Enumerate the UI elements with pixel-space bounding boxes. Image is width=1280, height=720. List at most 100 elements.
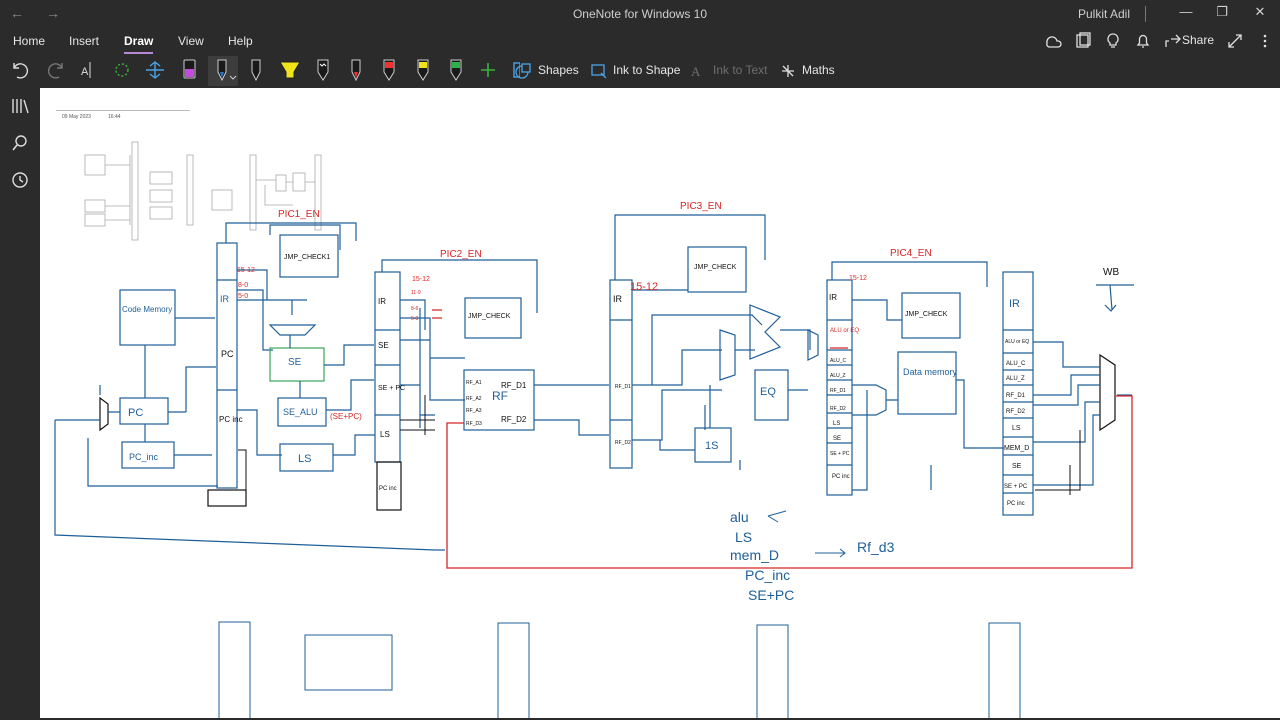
ir4-label: IR — [829, 293, 837, 302]
restore-icon[interactable]: ❐ — [1212, 4, 1232, 20]
notebooks-icon[interactable] — [10, 96, 30, 116]
title-divider — [1145, 6, 1146, 22]
search-icon[interactable] — [10, 133, 30, 153]
jmp-check-label-3: JMP_CHECK — [694, 264, 737, 271]
note-alu: alu — [730, 509, 749, 525]
se-pc-label: (SE+PC) — [330, 412, 362, 421]
user-name[interactable]: Pulkit Adil — [1078, 7, 1130, 21]
tab-home[interactable]: Home — [13, 34, 45, 48]
ls-register-label-5: LS — [1012, 425, 1021, 432]
se-pc-register-label-4: SE + PC — [830, 451, 850, 457]
jmp-check-label-4: JMP_CHECK — [905, 311, 948, 318]
pc-inc-block-label: PC_inc — [129, 452, 159, 462]
se-register-label: SE — [378, 341, 389, 350]
ir2-label: IR — [378, 297, 386, 306]
se-register-label-4: SE — [833, 436, 841, 442]
se-block-label: SE — [288, 357, 302, 368]
tab-help[interactable]: Help — [228, 34, 253, 48]
sync-icon[interactable] — [1042, 30, 1064, 52]
highlighter-purple-icon[interactable] — [184, 60, 195, 78]
bits-5-3-label: 5-3 — [411, 316, 418, 322]
bits-15-12-label-4: 15-12 — [849, 275, 867, 282]
page-canvas[interactable]: 09 May 2023 16:44 — [40, 88, 1280, 718]
ink-to-shape-icon[interactable] — [589, 61, 609, 81]
share-icon[interactable] — [1162, 30, 1184, 52]
pc-inc-register-label-4: PC inc — [832, 474, 850, 480]
tab-insert[interactable]: Insert — [69, 34, 99, 48]
maths-button[interactable]: Maths — [802, 63, 835, 77]
pen-red-tip-icon[interactable] — [352, 60, 360, 80]
pen-green-icon[interactable] — [451, 60, 461, 80]
maths-icon[interactable] — [778, 61, 798, 81]
se-alu-block-label: SE_ALU — [283, 407, 318, 417]
pipeline-sketch: PIC1_EN PIC2_EN PIC3_EN PIC4_EN 15-12 8-… — [40, 88, 1280, 718]
bits-8-0-label: 8-0 — [238, 282, 248, 289]
bits-15-12-label-2: 15-12 — [412, 276, 430, 283]
ink-to-shape-button[interactable]: Ink to Shape — [613, 63, 680, 77]
shapes-button[interactable]: Shapes — [538, 63, 579, 77]
rf-d2-register-label-5: RF_D2 — [1006, 409, 1026, 415]
lightbulb-icon[interactable] — [1102, 30, 1124, 52]
note-ls: LS — [735, 529, 752, 545]
add-pen-icon[interactable] — [481, 63, 495, 77]
pen-red-icon[interactable] — [384, 60, 394, 80]
pc-inc-register-label-2: PC inc — [379, 486, 397, 492]
pic4-en-label: PIC4_EN — [890, 248, 932, 259]
pc-inc-register-label-5: PC inc — [1007, 501, 1025, 507]
more-options-icon[interactable] — [1254, 30, 1276, 52]
pen-black-icon[interactable] — [252, 60, 260, 80]
close-icon[interactable]: ✕ — [1250, 4, 1270, 20]
ir3-label: IR — [613, 294, 623, 304]
bottom-sketch — [219, 622, 1020, 718]
jmp-check-label-2: JMP_CHECK — [468, 313, 511, 320]
alu-z-register-label-5: ALU_Z — [1006, 376, 1025, 382]
fetch-stage — [55, 215, 1134, 550]
minimize-icon[interactable]: — — [1176, 4, 1196, 19]
lasso-icon[interactable] — [116, 64, 128, 76]
ir1-label: IR — [220, 294, 230, 304]
rf-d1-register-label: RF_D1 — [615, 384, 631, 390]
ls-register-label-4: LS — [833, 421, 840, 427]
fullscreen-icon[interactable] — [1224, 30, 1246, 52]
highlighter-yellow-icon[interactable] — [280, 62, 300, 78]
pc-block-label: PC — [128, 407, 143, 419]
bits-8-6-label: 8-6 — [411, 306, 418, 312]
lasso-select-icon[interactable]: A — [81, 62, 90, 78]
bits-11-9-label: 11-9 — [411, 290, 421, 296]
alu-or-eq-label: ALU or EQ — [830, 328, 859, 334]
ink-to-text-button: Ink to Text — [713, 63, 767, 77]
redo-icon[interactable] — [49, 63, 62, 78]
pen-galaxy-icon[interactable] — [318, 60, 328, 80]
undo-icon[interactable] — [14, 63, 27, 78]
svg-text:A: A — [81, 66, 89, 78]
tab-draw[interactable]: Draw — [124, 34, 153, 48]
bell-icon[interactable] — [1132, 30, 1154, 52]
pen-yellow-icon[interactable] — [418, 60, 428, 80]
left-navigation — [0, 88, 40, 720]
rf-d2-label: RF_D2 — [501, 415, 527, 424]
share-button[interactable]: Share — [1182, 33, 1214, 47]
add-space-icon[interactable] — [146, 62, 164, 78]
tab-view[interactable]: View — [178, 34, 204, 48]
pic3-en-label: PIC3_EN — [680, 201, 722, 212]
bits-15-12-label-3: 15-12 — [630, 281, 658, 293]
pc-register-label: PC — [221, 349, 234, 359]
rf-d2-register-label: RF_D2 — [615, 440, 631, 446]
recent-icon[interactable] — [10, 170, 30, 190]
bits-15-12-label: 15-12 — [237, 267, 255, 274]
shapes-icon-2[interactable] — [514, 61, 534, 81]
pic1-en-label: PIC1_EN — [278, 209, 320, 220]
rf-block-label: RF — [492, 389, 508, 403]
alu-c-register-label: ALU_C — [830, 358, 847, 364]
rf-a3-label: RF_A3 — [466, 408, 482, 414]
one-s-block-label: 1S — [705, 440, 718, 452]
note-se-pc: SE+PC — [748, 587, 794, 603]
wb-label: WB — [1103, 267, 1119, 278]
control-wires — [238, 395, 1080, 505]
pic2-en-label: PIC2_EN — [440, 249, 482, 260]
rf-d1-register-label-4: RF_D1 — [830, 388, 846, 394]
title-bar: ← → OneNote for Windows 10 Pulkit Adil —… — [0, 0, 1280, 28]
jmp-check1-label: JMP_CHECK1 — [284, 254, 330, 261]
alu-z-register-label: ALU_Z — [830, 373, 846, 379]
pages-icon[interactable] — [1072, 30, 1094, 52]
